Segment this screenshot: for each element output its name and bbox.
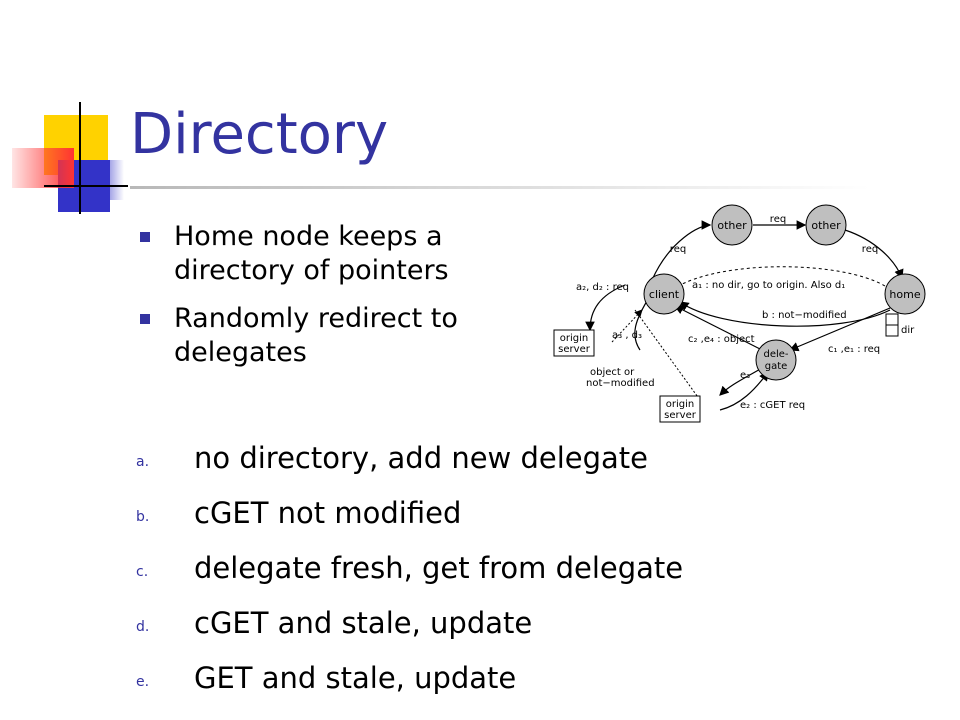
node-home-label: home — [889, 288, 920, 301]
edge-label-a3d3: a₃ , d₃ — [612, 330, 642, 341]
step-text: delegate fresh, get from delegate — [194, 550, 684, 585]
edge-c1e1 — [788, 307, 891, 352]
decor-red-square — [12, 148, 74, 188]
origin-server-bottom-label-1: origin — [666, 399, 694, 410]
bullet-square-icon — [140, 232, 150, 242]
bullet-text: Home node keeps a directory of pointers — [174, 221, 449, 286]
edge-label-b: b : not−modified — [762, 310, 847, 321]
title-underline — [130, 186, 870, 189]
edge-label-object-or-2: not−modified — [586, 378, 655, 389]
step-item: e. GET and stale, update — [136, 650, 683, 705]
step-item: b. cGET not modified — [136, 485, 683, 540]
node-delegate — [755, 339, 797, 381]
step-marker: c. — [136, 563, 149, 580]
slide-title: Directory — [130, 102, 389, 167]
edge-label-e3: e₃ — [740, 370, 750, 381]
edge-label-e2: e₂ : cGET req — [740, 400, 805, 411]
decor-blue-right-square — [92, 160, 124, 200]
edge-label-req-right: req — [862, 244, 878, 255]
step-marker: a. — [136, 453, 150, 470]
origin-server-top-label-1: origin — [560, 333, 588, 344]
node-other-right-label: other — [811, 219, 841, 232]
edge-c2e4 — [673, 305, 763, 351]
step-text: no directory, add new delegate — [194, 440, 649, 475]
step-item: d. cGET and stale, update — [136, 595, 683, 650]
bullet-text: Randomly redirect to delegates — [174, 303, 458, 368]
node-delegate-label-1: dele- — [763, 349, 788, 360]
dir-label: dir — [901, 325, 915, 336]
node-other-left-label: other — [717, 219, 747, 232]
edge-object-origin — [634, 309, 701, 401]
bullet-square-icon — [140, 314, 150, 324]
step-text: GET and stale, update — [194, 660, 517, 695]
decor-vertical-line — [79, 102, 81, 214]
decor-horizontal-line — [44, 185, 128, 187]
edge-label-a2d2: a₂, d₂ : req — [576, 282, 629, 293]
edge-label-a1: a₁ : no dir, go to origin. Also d₁ — [692, 280, 845, 291]
edge-label-c1e1: c₁ ,e₁ : req — [828, 344, 880, 355]
edge-e3 — [719, 367, 763, 396]
step-text: cGET and stale, update — [194, 605, 533, 640]
edge-a3d3 — [611, 309, 643, 343]
directory-diagram: other other client home dele- gate dir o… — [553, 204, 926, 423]
step-marker: d. — [136, 618, 150, 635]
edge-label-object-or-1: object or — [590, 367, 635, 378]
origin-server-bottom — [659, 395, 701, 423]
bullet-item: Home node keeps a directory of pointers — [140, 220, 540, 288]
node-home — [884, 273, 926, 315]
step-item: a. no directory, add new delegate — [136, 430, 683, 485]
bullet-item: Randomly redirect to delegates — [140, 302, 540, 370]
edge-label-req-left: req — [670, 244, 686, 255]
edge-label-req-top: req — [770, 214, 786, 225]
origin-server-top-label-2: server — [558, 344, 591, 355]
edge-a1-dashed — [674, 266, 886, 289]
step-marker: e. — [136, 673, 150, 690]
node-client — [643, 273, 685, 315]
step-list: a. no directory, add new delegate b. cGE… — [136, 430, 683, 705]
edge-a2d2 — [585, 284, 626, 332]
edge-e2 — [719, 371, 769, 411]
bullet-list: Home node keeps a directory of pointers … — [140, 220, 540, 384]
node-delegate-label-2: gate — [765, 361, 788, 372]
origin-server-top — [553, 329, 595, 357]
edge-client-other — [651, 220, 712, 281]
edge-b — [679, 301, 891, 327]
node-client-label: client — [649, 288, 680, 301]
step-text: cGET not modified — [194, 495, 462, 530]
step-item: c. delegate fresh, get from delegate — [136, 540, 683, 595]
node-other-left — [711, 204, 753, 246]
step-marker: b. — [136, 508, 150, 525]
origin-server-bottom-label-2: server — [664, 410, 697, 421]
edge-label-c2e4: c₂ ,e₄ : object — [688, 334, 755, 345]
node-other-right — [805, 204, 847, 246]
edge-other-home — [844, 229, 904, 280]
